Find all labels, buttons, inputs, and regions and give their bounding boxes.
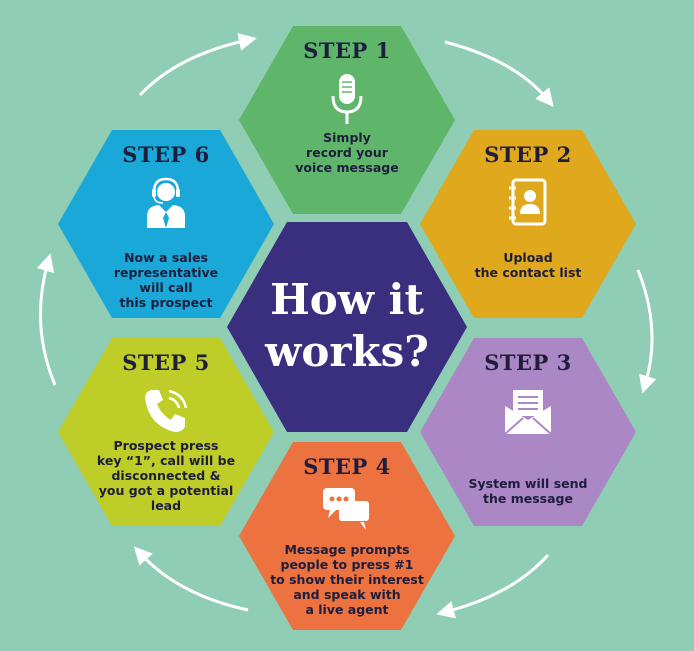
envelope-icon	[504, 390, 552, 435]
step-2-title: STEP 2	[484, 142, 572, 167]
step-1-text: Simply record your voice message	[295, 130, 399, 175]
headset-agent-icon	[147, 177, 185, 228]
step-5-title: STEP 5	[122, 350, 210, 375]
contact-book-icon	[509, 178, 547, 226]
step-4-title: STEP 4	[303, 454, 391, 479]
step-6-hexagon: STEP 6 Now a sales representative will c…	[58, 130, 274, 318]
phone-icon	[145, 389, 188, 432]
step-1-title: STEP 1	[303, 38, 391, 63]
center-title: How it works?	[265, 275, 429, 376]
step-6-text: Now a sales representative will call thi…	[113, 250, 219, 310]
step-4-text: Message prompts people to press #1 to sh…	[270, 542, 424, 617]
microphone-icon	[331, 74, 363, 124]
arrow-step1-to-step2	[444, 40, 554, 107]
step-3-title: STEP 3	[484, 350, 572, 375]
arrow-step5-to-step6	[36, 253, 57, 386]
step-2-text: Upload the contact list	[474, 250, 582, 280]
arrow-step3-to-step4	[436, 553, 550, 619]
step-5-hexagon: STEP 5 Prospect press key “1”, call will…	[58, 338, 274, 526]
step-6-title: STEP 6	[122, 142, 210, 167]
arrow-step4-to-step5	[133, 546, 249, 612]
step-5-text: Prospect press key “1”, call will be dis…	[96, 438, 236, 513]
arrow-step6-to-step1	[138, 33, 257, 97]
chat-bubbles-icon	[323, 488, 371, 530]
step-3-hexagon: STEP 3 System will send the message	[420, 338, 636, 526]
center-hexagon: How it works?	[227, 222, 467, 432]
arrow-step2-to-step3	[636, 269, 657, 394]
step-3-text: System will send the message	[468, 476, 588, 506]
